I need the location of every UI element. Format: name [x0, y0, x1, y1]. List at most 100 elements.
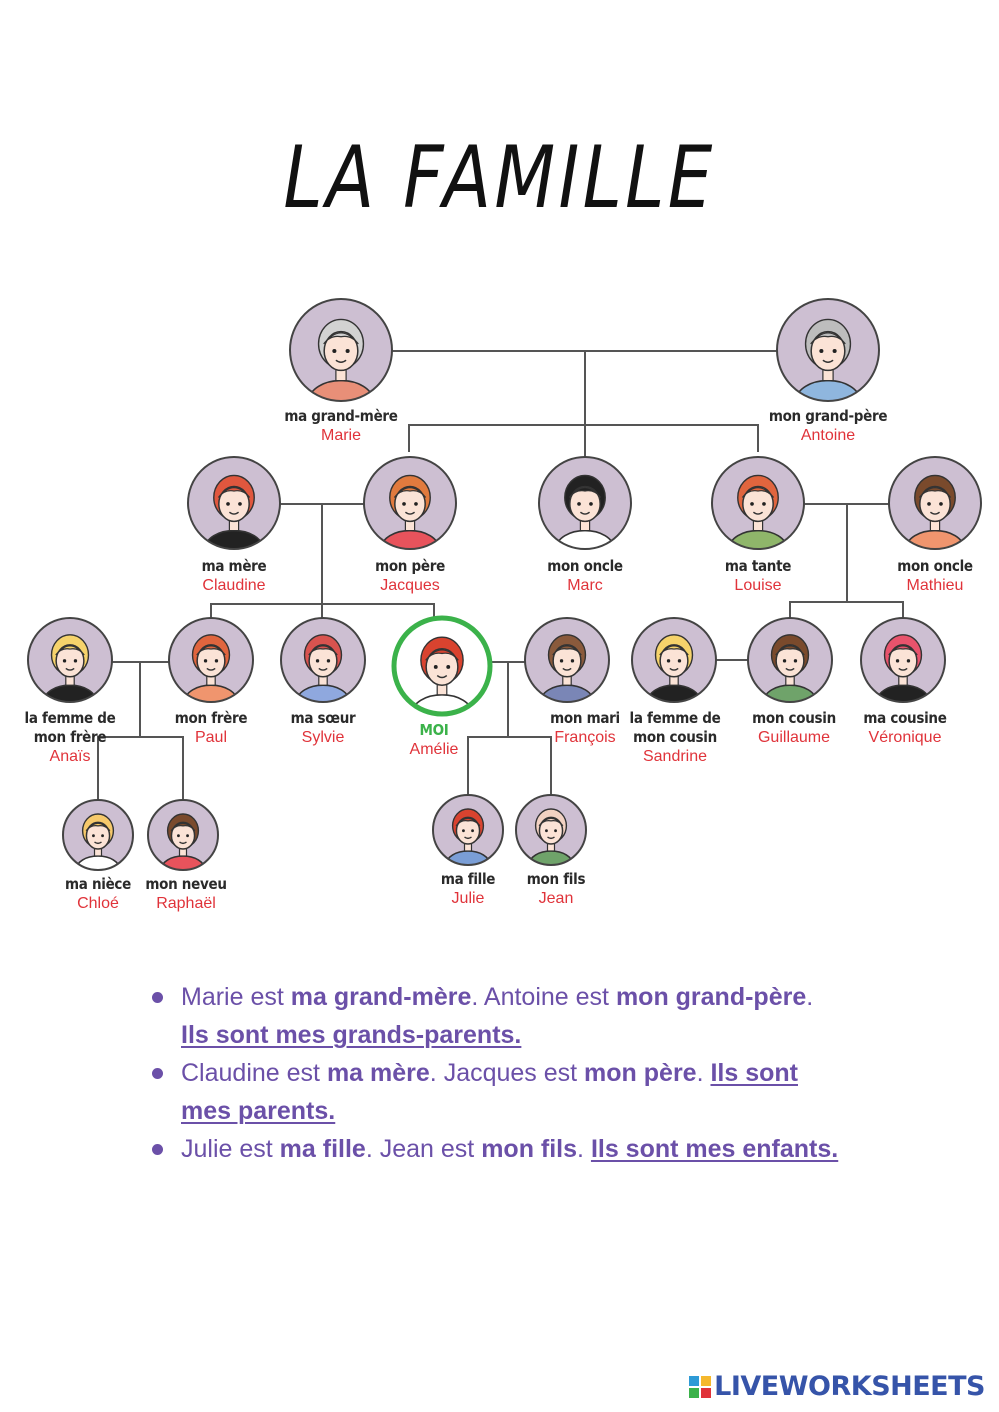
person-name: Mathieu	[906, 577, 964, 594]
avatar-niece	[62, 799, 134, 871]
person-name: Guillaume	[757, 729, 831, 746]
sentence-text: . Jacques est	[429, 1059, 585, 1087]
person-name: Paul	[194, 729, 228, 746]
relation-text: mon grand-père	[615, 983, 807, 1011]
person-name: Anaïs	[49, 748, 91, 765]
bullet-dot-icon	[152, 1068, 163, 1079]
avatar-femmefrere	[27, 617, 113, 703]
relation-label: mon neveu	[145, 875, 227, 893]
connector-cousins	[789, 601, 904, 618]
sentence-text: Claudine est	[181, 1059, 327, 1087]
avatar-pere	[363, 456, 457, 550]
person-name: Jacques	[380, 577, 440, 594]
person-name: Chloé	[77, 895, 119, 912]
avatar-tante	[711, 456, 805, 550]
sentence-text: Julie est	[181, 1135, 280, 1163]
connector-moi-children	[467, 736, 552, 795]
connector-frere-children	[97, 736, 184, 800]
relation-label: mon mari	[550, 709, 620, 727]
bullet-dot-icon	[152, 992, 163, 1003]
person-label-moi: MOI Amélie	[359, 721, 509, 759]
avatar-moi	[391, 615, 493, 717]
relation-text: ma grand-mère	[290, 983, 472, 1011]
relation-label: la femme de mon cousin	[629, 709, 721, 746]
summary-text: Ils sont mes grands-parents.	[181, 1021, 522, 1049]
avatar-cousin	[747, 617, 833, 703]
bullet-item: Julie est ma fille. Jean est mon fils. I…	[150, 1130, 840, 1168]
avatar-frere	[168, 617, 254, 703]
family-tree	[27, 298, 982, 871]
sentence-text: . Jean est	[365, 1135, 482, 1163]
avatar-mari	[524, 617, 610, 703]
avatar-fille	[432, 794, 504, 866]
liveworksheets-logo-icon	[689, 1375, 712, 1398]
avatar-oncle2	[888, 456, 982, 550]
bullet-dot-icon	[152, 1144, 163, 1155]
person-name: Julie	[451, 890, 485, 907]
relation-label: mon grand-père	[768, 407, 888, 425]
relation-label: mon oncle	[897, 557, 973, 575]
brand-name: LIVEWORKSHEETS	[714, 1371, 985, 1402]
person-name: Raphaël	[156, 895, 216, 912]
avatar-cousine	[860, 617, 946, 703]
person-name: Louise	[734, 577, 782, 594]
avatar-grandpere	[776, 298, 880, 402]
avatar-femmecousin	[631, 617, 717, 703]
person-name: Jean	[538, 890, 574, 907]
relation-label: ma cousine	[863, 709, 947, 727]
person-name: Amélie	[409, 741, 459, 758]
relation-label: la femme de mon frère	[24, 709, 116, 746]
avatar-fils	[515, 794, 587, 866]
connector-lines	[97, 350, 904, 800]
relation-text: mon fils	[481, 1135, 578, 1163]
avatar-grandmere	[289, 298, 393, 402]
bullet-item: Marie est ma grand-mère. Antoine est mon…	[150, 978, 840, 1054]
brand-logo: LIVEWORKSHEETS	[689, 1371, 985, 1402]
summary-text: Ils sont mes parents.	[181, 1059, 798, 1125]
bullet-list: Marie est ma grand-mère. Antoine est mon…	[150, 978, 840, 1168]
relation-text: ma fille	[279, 1135, 366, 1163]
person-name: Antoine	[800, 427, 856, 444]
avatar-neveu	[147, 799, 219, 871]
relation-label: ma nièce	[64, 875, 131, 893]
page-title: LA FAMILLE	[283, 128, 716, 228]
person-name: Sylvie	[301, 729, 345, 746]
avatar-oncle1	[538, 456, 632, 550]
sentence-text: . Antoine est	[471, 983, 616, 1011]
person-name: Véronique	[868, 729, 942, 746]
relation-label: mon père	[375, 557, 445, 575]
relation-label: ma fille	[440, 870, 496, 888]
sentence-text: Marie est	[181, 983, 291, 1011]
connector-generation-2	[408, 424, 759, 452]
sentence-text: .	[577, 1135, 591, 1163]
person-name: Marie	[320, 427, 361, 444]
relation-label: ma sœur	[290, 709, 356, 727]
person-name: Marc	[567, 577, 603, 594]
relation-label: ma grand-mère	[284, 407, 398, 425]
relation-label: MOI	[419, 721, 449, 739]
relation-label: mon cousin	[752, 709, 836, 727]
relation-label: mon oncle	[547, 557, 623, 575]
sentence-text: .	[696, 1059, 711, 1087]
sentence-text: .	[806, 983, 814, 1011]
relation-label: mon fils	[526, 870, 586, 888]
person-name: Sandrine	[642, 748, 708, 765]
relation-label: ma tante	[724, 557, 792, 575]
